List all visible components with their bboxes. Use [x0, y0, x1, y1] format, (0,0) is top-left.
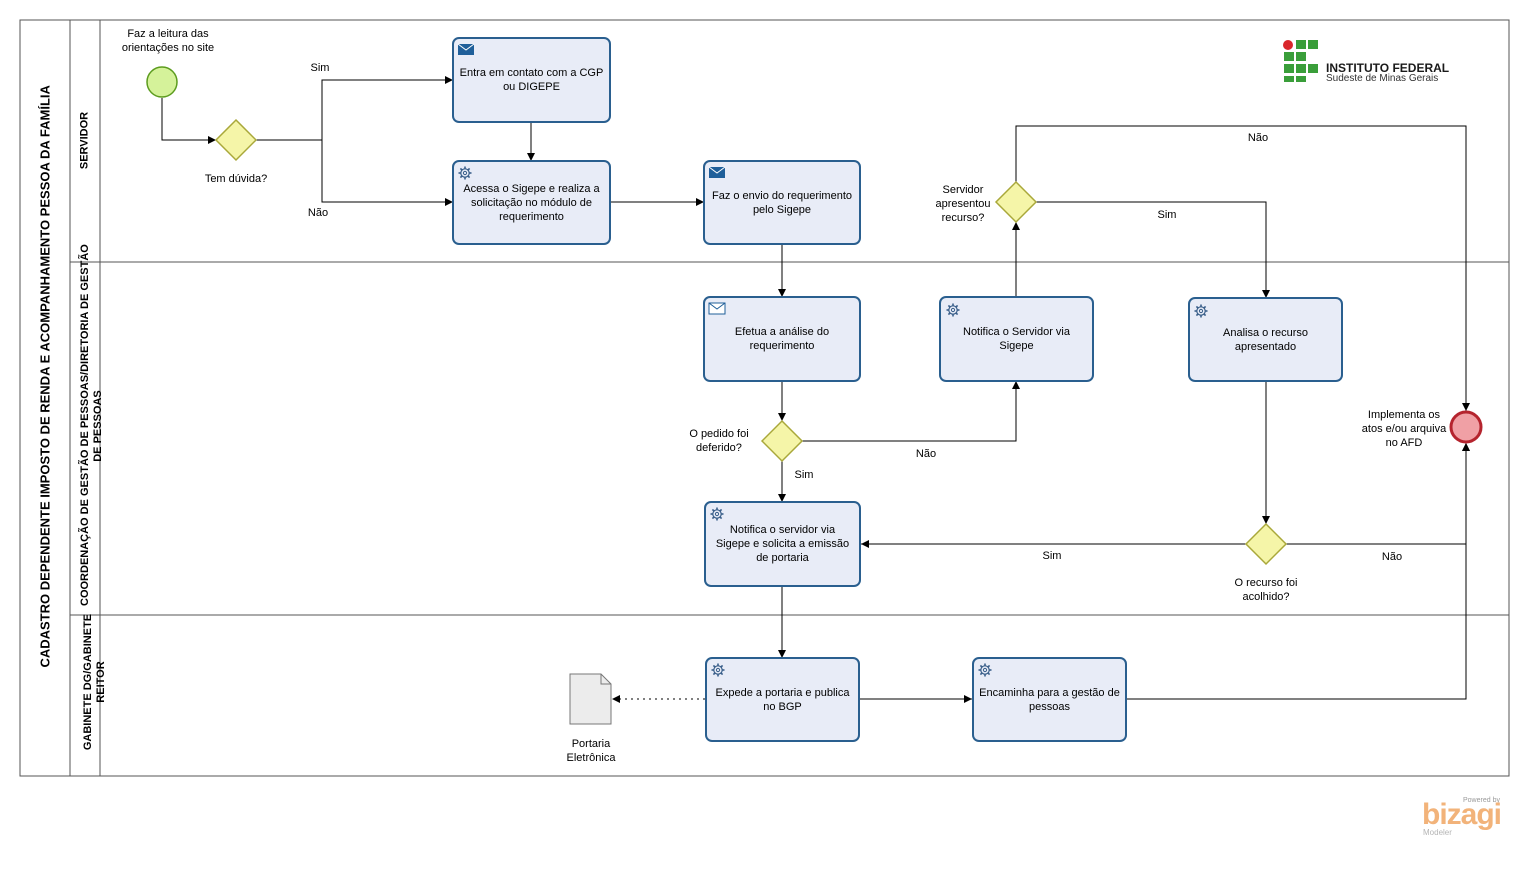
envelope-icon: [457, 43, 475, 55]
task-notifica-servidor[interactable]: [939, 296, 1094, 382]
bizagi-logo: bizagi: [1422, 798, 1502, 831]
end-event[interactable]: [1449, 410, 1483, 444]
document-icon[interactable]: [569, 673, 612, 725]
envelope-icon: [708, 302, 726, 315]
flow-apresentou-sim: [1036, 201, 1270, 298]
task-notifica-servidor-label: Notifica o Servidor via Sigepe: [963, 326, 1070, 352]
logo-title: INSTITUTO FEDERAL: [1326, 61, 1450, 75]
task-notifica-portaria-label: Notifica o servidor via Sigepe e solicit…: [715, 524, 850, 564]
flow-deferido-nao: [802, 381, 1020, 442]
task-expede[interactable]: [705, 657, 860, 742]
gateway-apresentou[interactable]: [994, 180, 1038, 224]
sequence-flows: [161, 76, 1470, 703]
lane-title-servidor: SERVIDOR: [78, 111, 91, 170]
task-encaminha[interactable]: [972, 657, 1127, 742]
task-contato-label: Entra em contato com a CGP ou DIGEPE: [459, 67, 604, 93]
gateway-duvida[interactable]: [214, 118, 258, 162]
flow-label-sim-deferido: Sim: [794, 469, 814, 481]
lane-title-coordenacao: COORDENAÇÃO DE GESTÃO DE PESSOAS/DIRETOR…: [79, 244, 105, 606]
flow-duvida-sim: [256, 76, 453, 141]
logo-icon: [1283, 40, 1318, 82]
flow-label-sim-apresentou: Sim: [1157, 209, 1177, 221]
lane-title-gabinete: GABINETE DG/GABINETE REITOR: [82, 612, 108, 752]
end-event-label: Implementa os atos e/ou arquiva no AFD: [1361, 409, 1447, 449]
start-event-label: Faz a leitura das orientações no site: [121, 28, 215, 54]
lane-title-gabinete-line2: REITOR: [95, 661, 107, 703]
gateway-duvida-label: Tem dúvida?: [204, 173, 268, 185]
gateway-deferido[interactable]: [760, 419, 804, 463]
powered-by-label: Powered by: [1463, 797, 1500, 804]
task-encaminha-label: Encaminha para a gestão de pessoas: [979, 686, 1120, 713]
gateway-deferido-label: O pedido foi deferido?: [689, 428, 749, 454]
flow-label-sim-acolhido: Sim: [1042, 550, 1062, 562]
modeler-label: Modeler: [1423, 828, 1452, 837]
documento-label: Portaria Eletrônica: [566, 738, 616, 764]
gateway-apresentou-label: Servidor apresentou recurso?: [935, 184, 991, 224]
task-acessa[interactable]: [452, 160, 611, 245]
gateway-acolhido-label: O recurso foi acolhido?: [1234, 577, 1298, 603]
pool-frame: [19, 19, 1510, 777]
flow-label-nao-deferido: Não: [915, 448, 937, 460]
flow-label-nao-acolhido: Não: [1381, 551, 1403, 563]
start-event[interactable]: [146, 66, 178, 98]
task-analisa-recurso-label: Analisa o recurso apresentado: [1223, 326, 1308, 353]
pool-title: CADASTRO DEPENDENTE IMPOSTO DE RENDA E A…: [37, 85, 53, 668]
flow-encaminha-end: [1127, 443, 1470, 700]
lane-title-coordenacao-line2: DE PESSOAS: [92, 390, 104, 462]
flow-label-nao-apresentou: Não: [1247, 132, 1269, 144]
flow-start-to-gw: [161, 98, 216, 144]
flow-label-sim-duvida: Sim: [310, 62, 330, 74]
logo-subtitle: Sudeste de Minas Gerais: [1326, 73, 1439, 84]
lane-title-coordenacao-line1: COORDENAÇÃO DE GESTÃO DE PESSOAS/DIRETOR…: [79, 244, 91, 606]
task-contato[interactable]: [452, 37, 611, 123]
task-notifica-portaria[interactable]: [704, 501, 861, 587]
task-envio-label: Faz o envio do requerimento pelo Sigepe: [711, 189, 853, 216]
gateway-acolhido[interactable]: [1244, 522, 1288, 566]
task-envio[interactable]: [703, 160, 861, 245]
lane-title-gabinete-line1: GABINETE DG/GABINETE: [82, 613, 94, 751]
flow-label-nao-duvida: Não: [307, 207, 329, 219]
flow-duvida-nao: [321, 140, 453, 206]
task-analise-label: Efetua a análise do requerimento: [734, 326, 830, 352]
envelope-icon: [708, 166, 726, 178]
task-acessa-label: Acessa o Sigepe e realiza a solicitação …: [463, 182, 600, 223]
task-expede-label: Expede a portaria e publica no BGP: [715, 686, 850, 713]
task-analisa-recurso[interactable]: [1188, 297, 1343, 382]
task-analise[interactable]: [703, 296, 861, 382]
flow-apresentou-nao: [1015, 125, 1470, 411]
